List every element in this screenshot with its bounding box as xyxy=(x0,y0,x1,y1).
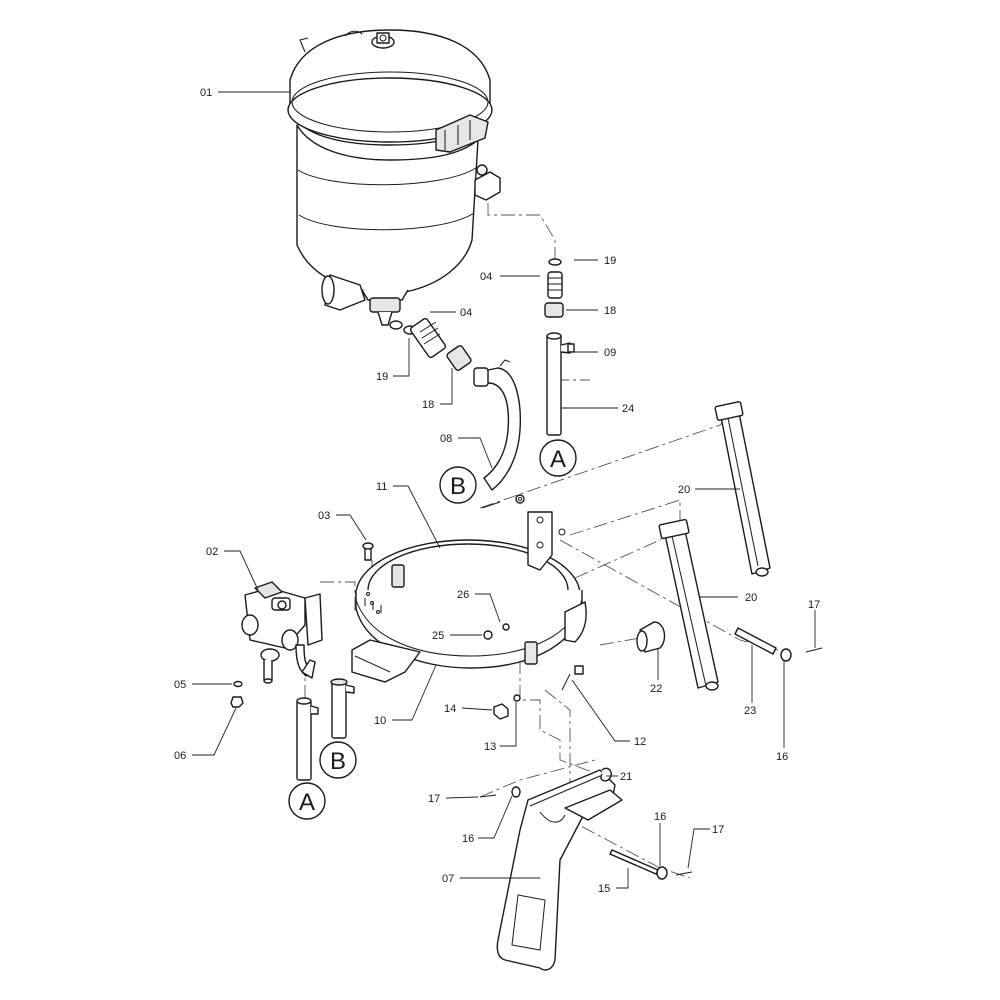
callout-25: 25 xyxy=(432,630,444,642)
callout-16-handle-top: 16 xyxy=(654,811,666,823)
connector-a-bottom: A xyxy=(288,782,326,820)
callout-10: 10 xyxy=(374,715,386,727)
callout-18-left: 18 xyxy=(422,399,434,411)
callout-04-left: 04 xyxy=(460,307,472,319)
callout-13: 13 xyxy=(484,741,496,753)
callout-11: 11 xyxy=(376,481,387,493)
callout-21: 21 xyxy=(620,771,632,783)
tank xyxy=(287,29,501,330)
callout-04-right: 04 xyxy=(480,271,492,283)
callout-03: 03 xyxy=(318,510,330,522)
callout-01: 01 xyxy=(200,87,212,99)
callout-26: 26 xyxy=(457,589,469,601)
callout-18-right: 18 xyxy=(604,305,616,317)
callout-19-right: 19 xyxy=(604,255,616,267)
callout-23: 23 xyxy=(744,705,756,717)
callout-17-left: 17 xyxy=(428,793,440,805)
valve-assembly xyxy=(241,581,323,684)
pin-assembly-right xyxy=(636,621,823,662)
callout-17-right: 17 xyxy=(808,599,820,611)
connector-b-top: B xyxy=(439,466,477,504)
callout-16-left: 16 xyxy=(462,833,474,845)
callout-20-top: 20 xyxy=(678,484,690,496)
svg-text:A: A xyxy=(550,446,566,473)
leader-lines xyxy=(192,91,816,889)
callout-15: 15 xyxy=(598,883,610,895)
callout-05: 05 xyxy=(174,679,186,691)
callout-02: 02 xyxy=(206,546,218,558)
callout-14: 14 xyxy=(444,703,456,715)
svg-text:B: B xyxy=(450,473,466,500)
riser-pipe-right xyxy=(544,258,575,436)
hose-fittings-left xyxy=(403,317,522,491)
callout-06: 06 xyxy=(174,750,186,762)
callout-08: 08 xyxy=(440,433,452,445)
callout-17-bottom: 17 xyxy=(712,824,724,836)
support-arms xyxy=(658,401,771,691)
callout-07: 07 xyxy=(442,873,454,885)
handle-assembly xyxy=(479,767,693,971)
callout-20-bottom: 20 xyxy=(745,592,757,604)
callout-12: 12 xyxy=(634,736,646,748)
callout-16-right: 16 xyxy=(776,751,788,763)
connector-b-bottom: B xyxy=(319,741,357,779)
callout-19-left: 19 xyxy=(376,371,388,383)
svg-text:B: B xyxy=(330,748,346,775)
callout-24: 24 xyxy=(622,403,634,415)
callout-09: 09 xyxy=(604,347,616,359)
callout-labels: 01 19 04 18 04 09 19 18 24 08 11 20 03 0… xyxy=(174,87,820,895)
fasteners xyxy=(230,494,584,720)
lower-pipes xyxy=(296,678,355,781)
connector-a-top: A xyxy=(539,439,577,477)
ring-frame xyxy=(351,511,587,683)
callout-22: 22 xyxy=(650,683,662,695)
svg-text:A: A xyxy=(299,789,315,816)
